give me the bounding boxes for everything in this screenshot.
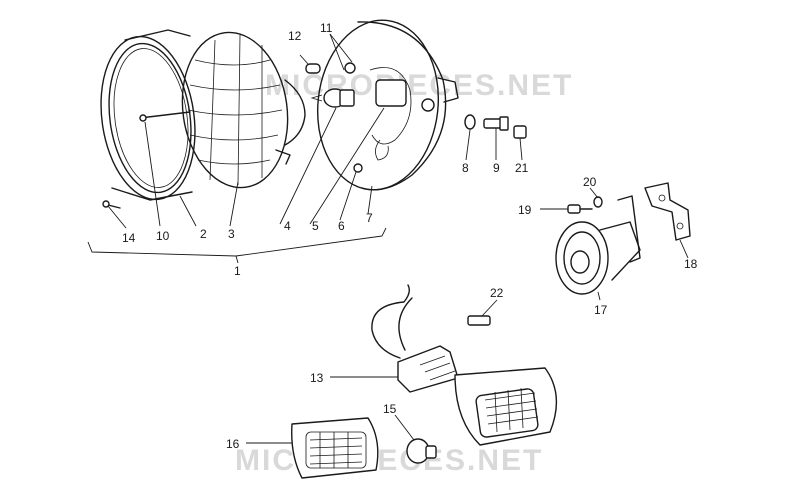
bulb-socket-clip	[305, 63, 321, 74]
turn-signal-screw	[467, 315, 491, 326]
callout-4: 4	[284, 219, 291, 233]
trim-screw	[102, 200, 121, 209]
callout-21: 21	[515, 161, 529, 175]
leader-lines	[87, 33, 689, 444]
headlight-housing	[316, 19, 459, 191]
horn	[555, 195, 641, 295]
callout-labels: 1 2 3 4 5 6 7 8 9 10 11 12 13 14 15 16 1…	[122, 21, 698, 451]
callout-11: 11	[320, 21, 333, 35]
turn-signal-lens	[291, 417, 379, 479]
cap-nut	[513, 125, 527, 139]
horn-bracket	[644, 182, 691, 241]
callout-17: 17	[594, 303, 608, 317]
horn-washer	[593, 196, 603, 208]
turn-signal-stalk	[397, 345, 459, 393]
headlight-bulb	[310, 88, 355, 108]
callout-13: 13	[310, 371, 324, 385]
headlight-trim-ring	[100, 29, 196, 201]
callout-8: 8	[462, 161, 469, 175]
callout-16: 16	[226, 437, 240, 451]
callout-19: 19	[518, 203, 532, 217]
callout-6: 6	[338, 219, 345, 233]
callout-7: 7	[366, 211, 373, 225]
horn-screw	[567, 204, 593, 214]
watermark-lower: MICROPIECES.NET	[235, 444, 543, 477]
callout-3: 3	[228, 227, 235, 241]
callout-9: 9	[493, 161, 500, 175]
callout-5: 5	[312, 219, 319, 233]
headlight-lens	[181, 31, 306, 189]
bolt	[483, 116, 509, 131]
watermark-upper: MICROPIECES.NET	[265, 69, 573, 102]
callout-15: 15	[383, 402, 397, 416]
lens-retaining-screw	[139, 111, 191, 122]
callout-20: 20	[583, 175, 597, 189]
callout-22: 22	[490, 286, 504, 300]
washer	[464, 114, 476, 130]
turn-signal-lamp	[454, 367, 558, 446]
callout-10: 10	[156, 229, 170, 243]
callout-12: 12	[288, 29, 302, 43]
callout-1: 1	[234, 264, 241, 278]
turn-signal-wiring	[371, 284, 413, 359]
turn-signal-bulb	[406, 438, 437, 464]
callout-14: 14	[122, 231, 136, 245]
callout-18: 18	[684, 257, 698, 271]
callout-2: 2	[200, 227, 207, 241]
